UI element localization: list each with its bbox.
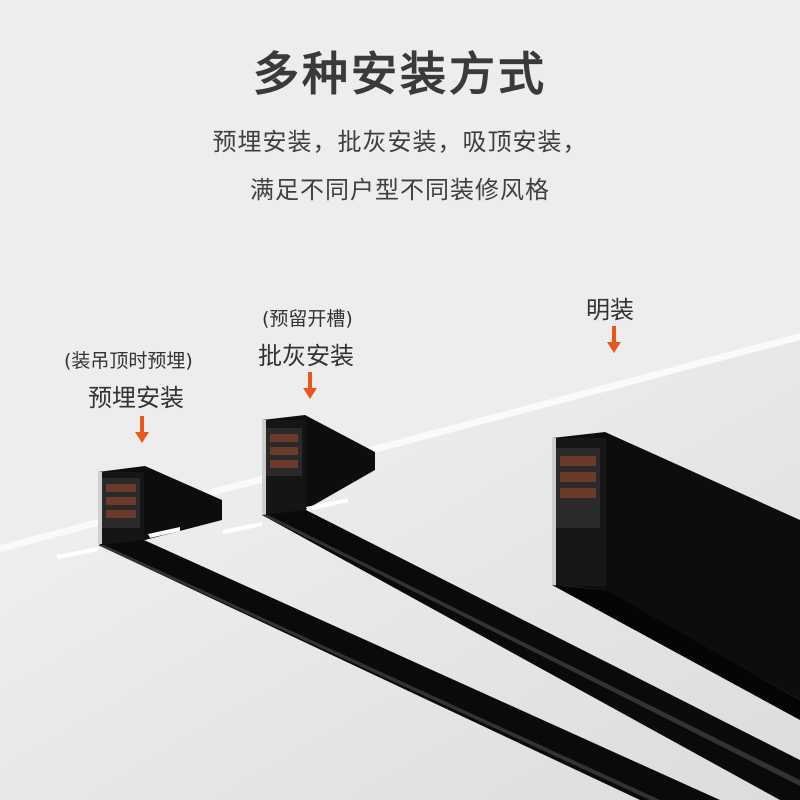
page-title: 多种安装方式 [253,47,547,101]
subtitle-line2: 满足不同户型不同装修风格 [250,176,550,204]
surface-track [552,432,800,720]
slot-left [56,547,98,559]
embedded-note-label: (装吊顶时预埋) [64,350,193,372]
arrow-down-icon [607,326,621,353]
plaster-label: 批灰安装 [258,342,354,370]
embedded-label: 预埋安装 [88,384,184,412]
plaster-track [262,415,800,800]
surface-label: 明装 [586,296,634,324]
embedded-track [98,466,720,800]
subtitle-line1: 预埋安装，批灰安装，吸顶安装， [212,128,588,156]
slot-mid-right [306,498,348,511]
slot-mid-left [148,527,180,538]
arrow-down-icon [303,372,317,399]
slot-mid [222,522,262,534]
arrow-down-icon [135,416,149,443]
plaster-note-label: (预留开槽) [262,308,353,330]
